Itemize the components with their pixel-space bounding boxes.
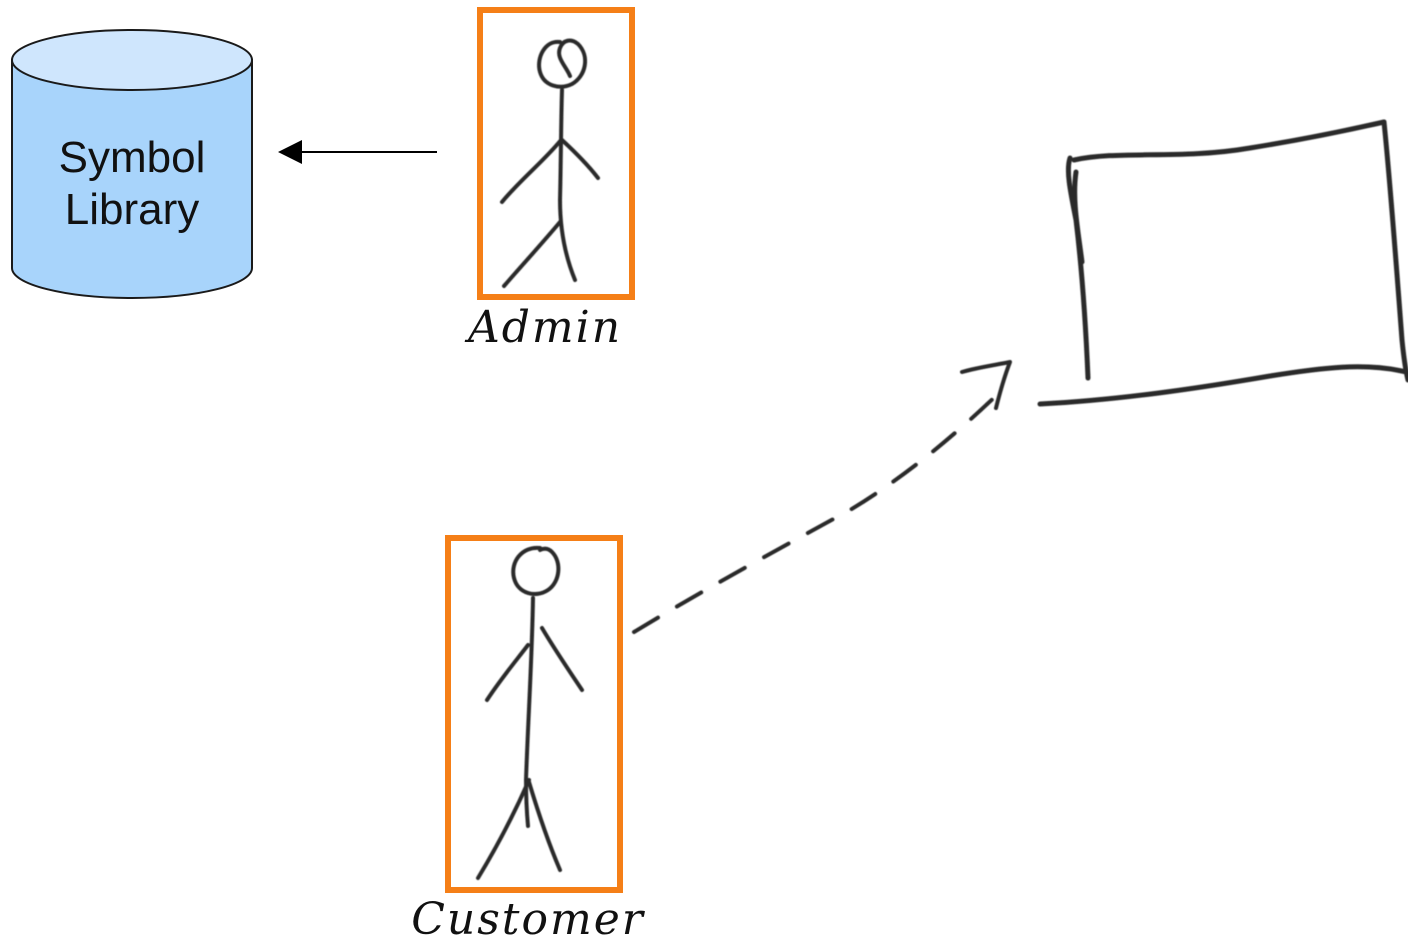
- customer-actor[interactable]: Customer: [411, 535, 646, 940]
- customer-to-box-arrow[interactable]: [632, 360, 1012, 634]
- database-label-line1: Symbol: [59, 133, 206, 182]
- admin-actor[interactable]: Admin: [464, 7, 635, 353]
- sketch-box[interactable]: [1037, 119, 1408, 407]
- symbol-library-database[interactable]: Symbol Library: [11, 29, 253, 299]
- admin-selection-box[interactable]: [477, 7, 635, 300]
- database-body: [11, 59, 253, 299]
- database-label-line2: Library: [65, 185, 200, 234]
- customer-stick-figure: [476, 545, 584, 880]
- database-top: [11, 29, 253, 91]
- admin-label: Admin: [464, 302, 622, 353]
- customer-selection-box[interactable]: [445, 535, 623, 893]
- admin-stick-figure: [500, 38, 600, 288]
- customer-label: Customer: [411, 894, 646, 940]
